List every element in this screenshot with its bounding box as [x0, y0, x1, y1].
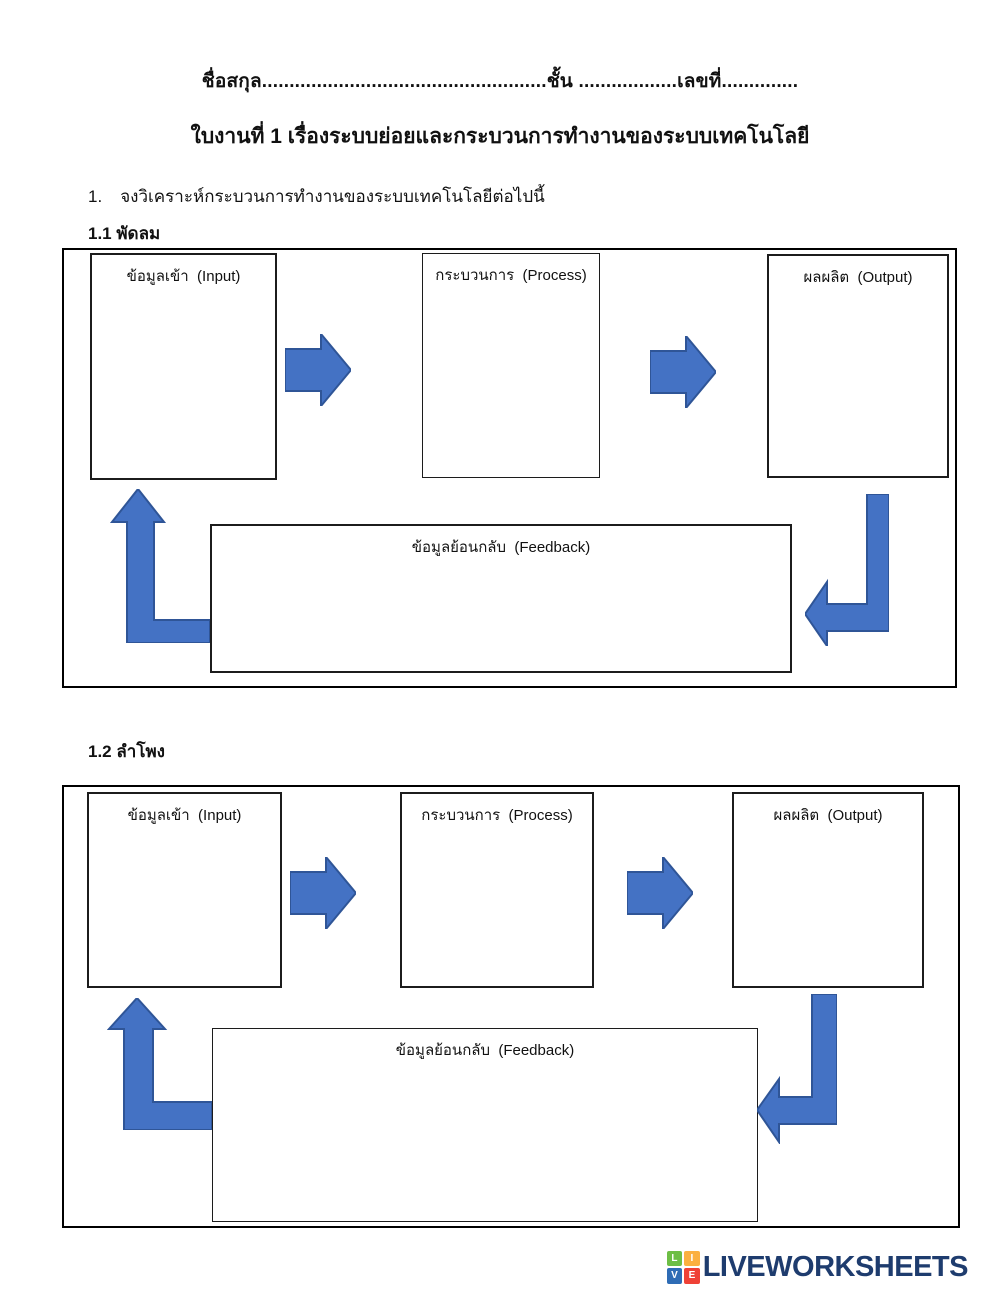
- input-answer-box[interactable]: ข้อมูลเข้า (Input): [87, 792, 282, 988]
- diagram-speaker: ข้อมูลเข้า (Input) กระบวนการ (Process) ผ…: [62, 785, 960, 1228]
- logo-letter-e: E: [684, 1268, 700, 1284]
- feedback-answer-box[interactable]: ข้อมูลย้อนกลับ (Feedback): [212, 1028, 758, 1222]
- process-answer-box[interactable]: กระบวนการ (Process): [422, 253, 600, 478]
- liveworksheets-grid-icon: L I V E: [666, 1250, 700, 1284]
- input-box-label: ข้อมูลเข้า (Input): [127, 807, 242, 824]
- logo-letter-v: V: [666, 1268, 683, 1284]
- name-class-number-line: ชื่อสกุล................................…: [201, 71, 799, 92]
- right-arrow-icon: [285, 334, 351, 406]
- feedback-box-label: ข้อมูลย้อนกลับ (Feedback): [411, 539, 591, 556]
- instruction-number: 1.: [88, 187, 103, 206]
- logo-letter-i: I: [684, 1250, 700, 1266]
- feedback-answer-box[interactable]: ข้อมูลย้อนกลับ (Feedback): [210, 524, 792, 673]
- logo-letter-l: L: [666, 1250, 683, 1266]
- input-answer-box[interactable]: ข้อมูลเข้า (Input): [90, 253, 277, 480]
- output-box-label: ผลผลิต (Output): [773, 807, 883, 824]
- process-answer-box[interactable]: กระบวนการ (Process): [400, 792, 594, 988]
- up-elbow-arrow-icon: [109, 489, 210, 643]
- process-box-label: กระบวนการ (Process): [421, 807, 573, 824]
- output-answer-box[interactable]: ผลผลิต (Output): [767, 254, 949, 478]
- process-box-label: กระบวนการ (Process): [435, 267, 587, 284]
- feedback-box-label: ข้อมูลย้อนกลับ (Feedback): [395, 1042, 575, 1059]
- section-label-1-2-speaker: 1.2 ลำโพง: [88, 742, 165, 761]
- right-arrow-icon: [650, 336, 716, 408]
- right-arrow-icon: [290, 857, 356, 929]
- up-elbow-arrow-icon: [107, 998, 212, 1130]
- output-answer-box[interactable]: ผลผลิต (Output): [732, 792, 924, 988]
- right-arrow-icon: [627, 857, 693, 929]
- down-left-elbow-arrow-icon: [805, 494, 889, 646]
- input-box-label: ข้อมูลเข้า (Input): [126, 268, 241, 285]
- down-left-elbow-arrow-icon: [757, 994, 837, 1144]
- output-box-label: ผลผลิต (Output): [803, 269, 913, 286]
- instruction-1: 1. จงวิเคราะห์กระบวนการทำงานของระบบเทคโนโ…: [88, 183, 545, 210]
- brand-text: LIVEWORKSHEETS: [702, 1250, 969, 1283]
- section-label-1-1-fan: 1.1 พัดลม: [88, 224, 161, 243]
- instruction-text: จงวิเคราะห์กระบวนการทำงานของระบบเทคโนโลย…: [120, 187, 545, 206]
- worksheet-title: ใบงานที่ 1 เรื่องระบบย่อยและกระบวนการทำง…: [190, 125, 810, 148]
- diagram-fan: ข้อมูลเข้า (Input) กระบวนการ (Process) ผ…: [62, 248, 957, 688]
- liveworksheets-logo: L I V E LIVEWORKSHEETS: [666, 1248, 969, 1286]
